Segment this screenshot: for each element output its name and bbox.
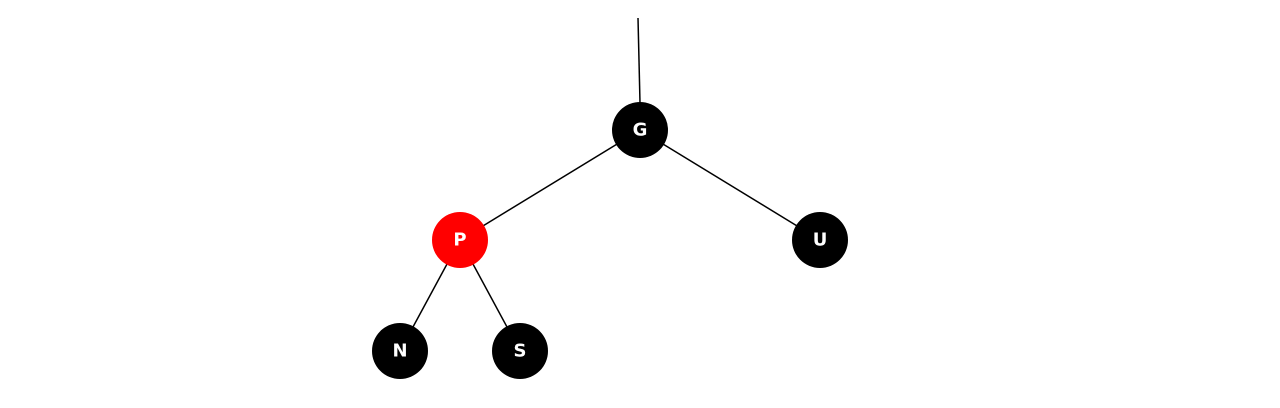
node-circle-S	[492, 323, 548, 379]
tree-node-N: N	[372, 323, 428, 379]
tree-node-S: S	[492, 323, 548, 379]
node-circle-P	[432, 212, 488, 268]
tree-node-G: G	[612, 102, 668, 158]
tree-edge-G-U	[639, 129, 821, 241]
tree-edge-parent-stub-G	[637, 17, 641, 104]
tree-node-P: P	[432, 212, 488, 268]
node-label-U: U	[813, 230, 828, 251]
node-label-P: P	[453, 230, 466, 251]
node-label-G: G	[633, 120, 648, 141]
node-circle-N	[372, 323, 428, 379]
node-circle-U	[792, 212, 848, 268]
node-circle-G	[612, 102, 668, 158]
tree-edge-G-P	[459, 129, 641, 241]
node-label-S: S	[514, 341, 527, 362]
tree-node-U: U	[792, 212, 848, 268]
node-label-N: N	[392, 341, 407, 362]
